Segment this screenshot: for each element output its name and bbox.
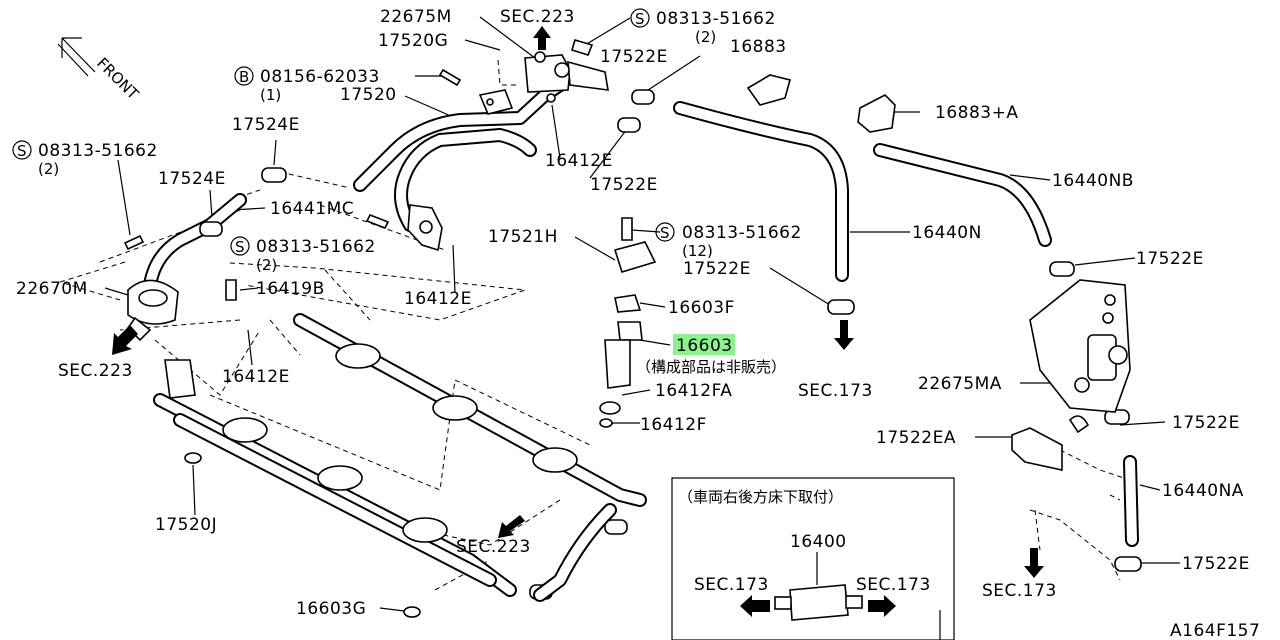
front-direction-arrow: FRONT xyxy=(57,37,143,104)
label-16412fa: 16412FA xyxy=(655,381,732,401)
bolts xyxy=(123,68,633,301)
label-s08313-top-qty: (2) xyxy=(695,28,716,46)
label-16412f: 16412F xyxy=(640,415,707,435)
regulator-22675ma xyxy=(1029,279,1131,434)
inset-part-16400: 16400 xyxy=(790,532,847,552)
label-sec223-top: SEC.223 xyxy=(500,7,575,27)
pressure-regulator-22675m xyxy=(524,39,609,103)
label-17522e-c: 17522E xyxy=(683,259,751,279)
label-16440n: 16440N xyxy=(912,223,982,243)
label-s08313-mid-qty: (12) xyxy=(682,242,713,260)
fuel-hose-16441mc xyxy=(143,193,247,292)
svg-text:S: S xyxy=(17,142,27,160)
label-17522e-e: 17522E xyxy=(1172,413,1240,433)
label-16883: 16883 xyxy=(730,37,787,57)
fuel-hose-16440n xyxy=(673,101,849,282)
label-17520g: 17520G xyxy=(378,31,448,51)
label-not-sold-note: （構成部品は非販売） xyxy=(636,358,786,376)
label-17524e-b: 17524E xyxy=(158,169,226,189)
label-sec173-mid: SEC.173 xyxy=(798,381,873,401)
inset-sec-left: SEC.173 xyxy=(694,575,769,595)
label-16603: 16603 xyxy=(676,336,733,356)
svg-text:S: S xyxy=(235,238,245,256)
label-17522e-a: 17522E xyxy=(600,47,668,67)
diagram-id: A164F157 xyxy=(1170,621,1260,640)
label-16419b: 16419B xyxy=(256,279,325,299)
label-16440nb: 16440NB xyxy=(1052,171,1134,191)
label-16412e-c: 16412E xyxy=(222,367,290,387)
fuel-rail-17520j xyxy=(153,359,517,618)
label-16412e-a: 16412E xyxy=(545,151,613,171)
label-17524e-a: 17524E xyxy=(232,115,300,135)
label-s08313-low: 08313-51662 xyxy=(256,237,376,257)
label-sec173-right: SEC.173 xyxy=(982,581,1057,601)
label-sec223-bottom: SEC.223 xyxy=(456,537,531,557)
front-label: FRONT xyxy=(93,54,143,104)
svg-text:B: B xyxy=(239,68,249,86)
label-22675m: 22675M xyxy=(380,7,452,27)
label-16412e-b: 16412E xyxy=(404,289,472,309)
inset-box: （車両右後方床下取付） 16400 SEC.173 SEC.173 xyxy=(671,477,955,640)
label-b08156: 08156-62033 xyxy=(260,67,380,87)
label-b08156-qty: (1) xyxy=(260,86,281,104)
inset-sec-right: SEC.173 xyxy=(856,575,931,595)
label-17520: 17520 xyxy=(340,85,397,105)
bracket-17522ea xyxy=(1011,427,1063,471)
fuel-hose-16440na xyxy=(1123,455,1139,547)
label-s08313-left: 08313-51662 xyxy=(38,141,158,161)
injector-16603 xyxy=(599,241,657,428)
svg-text:S: S xyxy=(660,224,670,242)
fuel-hose-17520 xyxy=(353,78,567,252)
svg-text:S: S xyxy=(635,10,645,28)
label-s08313-left-qty: (2) xyxy=(38,160,59,178)
sec-arrows xyxy=(112,26,1044,578)
label-17520j: 17520J xyxy=(155,515,217,535)
label-16603g: 16603G xyxy=(296,599,366,619)
label-sec223-left: SEC.223 xyxy=(58,361,133,381)
bracket-16883a xyxy=(857,94,896,133)
highlight-16603 xyxy=(673,334,735,355)
inset-title: （車両右後方床下取付） xyxy=(678,488,843,506)
label-16440na: 16440NA xyxy=(1162,481,1244,501)
label-17521h: 17521H xyxy=(488,227,558,247)
label-16603f: 16603F xyxy=(668,298,735,318)
fuel-rail-upper xyxy=(293,313,647,602)
label-16883a: 16883+A xyxy=(935,103,1018,123)
label-s08313-top: 08313-51662 xyxy=(656,9,776,29)
fuel-hose-16440nb xyxy=(873,143,1052,247)
label-22670m: 22670M xyxy=(16,279,88,299)
label-17522e-f: 17522E xyxy=(1182,554,1250,574)
label-16441mc: 16441MC xyxy=(270,199,354,219)
label-17522e-d: 17522E xyxy=(1136,249,1204,269)
fuel-damper-22670m xyxy=(126,279,179,342)
bracket-16883 xyxy=(746,74,791,106)
label-22675ma: 22675MA xyxy=(918,374,1002,394)
label-s08313-low-qty: (2) xyxy=(256,256,277,274)
label-17522ea: 17522EA xyxy=(876,428,956,448)
part-labels: 22675M SEC.223 S 08313-51662 (2) 17520G … xyxy=(12,7,1260,640)
label-s08313-mid: 08313-51662 xyxy=(682,223,802,243)
label-17522e-b: 17522E xyxy=(590,175,658,195)
